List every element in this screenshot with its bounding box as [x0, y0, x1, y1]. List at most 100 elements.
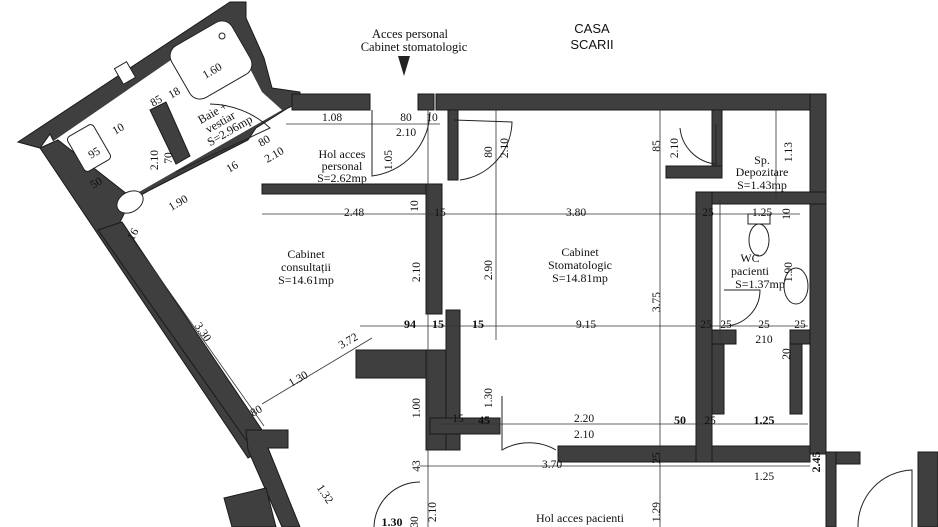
- left-diagonal-wall-2: [97, 221, 263, 441]
- storage-label-1: Sp.: [754, 153, 770, 167]
- dim-label: 25: [720, 319, 732, 331]
- dim-label: 80: [483, 146, 495, 158]
- dim-label: 10: [409, 200, 421, 212]
- patient-hall-label: Hol acces pacienti: [536, 511, 625, 525]
- dim-label: 25: [702, 207, 714, 219]
- dim-label: 1.25: [752, 207, 772, 219]
- dental-area: S=14.81mp: [552, 271, 608, 285]
- dim-label: 1.13: [783, 142, 795, 162]
- dim-label: 10: [781, 208, 793, 220]
- dim-label: 25: [651, 452, 663, 464]
- top-wall-main: [435, 93, 827, 111]
- toilet-icon: [748, 223, 770, 257]
- door-right-bottom: [857, 469, 913, 527]
- consult-label-2: consultații: [281, 260, 332, 274]
- dental-label-2: Stomatologic: [548, 258, 612, 272]
- dim-label: 1.25: [754, 413, 775, 427]
- lower-left-wall: [223, 487, 277, 527]
- dim-label: 15: [434, 207, 446, 219]
- bath-partition: [149, 101, 191, 165]
- right-lower-post: [825, 451, 837, 527]
- wc-lower-wall-2: [789, 343, 803, 415]
- dim-label: 70: [163, 152, 175, 164]
- dim-label: 16: [125, 226, 141, 242]
- door-storage: [679, 124, 717, 165]
- dim-label: 94: [404, 317, 416, 331]
- entrance-label-1: Acces personal: [372, 27, 449, 41]
- center-wall-right: [445, 309, 461, 451]
- dim-label: 25: [704, 415, 716, 427]
- dim-label: 50: [674, 413, 686, 427]
- dim-label: 1.90: [167, 193, 191, 214]
- dim-label: 2.10: [149, 150, 161, 170]
- dim-label: 85: [149, 93, 165, 109]
- stair-label-1: CASA: [574, 21, 610, 36]
- dim-label: 25: [758, 319, 770, 331]
- dim-label: 43: [411, 460, 423, 472]
- dim-label: 25: [794, 319, 806, 331]
- center-wall-top: [447, 109, 459, 181]
- dim-label: 3.75: [651, 292, 663, 312]
- dental-label-1: Cabinet: [561, 245, 599, 259]
- walls: [16, 1, 938, 527]
- dim-label: 210: [755, 334, 773, 346]
- staff-hall-area: S=2.62mp: [317, 171, 367, 185]
- dim-label: 80: [400, 112, 412, 124]
- top-wall-staff: [291, 93, 371, 111]
- dim-label: 10: [426, 112, 438, 124]
- stair-label-2: SCARII: [570, 37, 613, 52]
- dim-label: 2.10: [396, 127, 416, 139]
- wc-bottom-stub-2: [789, 329, 811, 345]
- staff-hall-label-2: personal: [322, 159, 363, 173]
- dim-label: 3.72: [337, 331, 361, 352]
- dim-label: 2.48: [344, 207, 364, 219]
- door-staff-entrance: [371, 110, 431, 177]
- hall-wall-left: [429, 417, 501, 435]
- wc-label-1: WC: [740, 251, 759, 265]
- dim-label: 1.08: [322, 112, 342, 124]
- dim-label: 15: [432, 317, 444, 331]
- drain-icon: [218, 32, 226, 40]
- dim-label: 1.90: [783, 262, 795, 282]
- storage-wall-vert: [711, 109, 723, 167]
- dimension-lines: [129, 110, 810, 527]
- wc-top-wall: [695, 191, 827, 205]
- door-hall-bottom: [373, 481, 421, 527]
- consult-label-1: Cabinet: [287, 247, 325, 261]
- dim-label: 16: [225, 159, 241, 175]
- dim-label: 1.30: [382, 515, 403, 527]
- door-bath: [175, 103, 271, 173]
- staff-hall-label-1: Hol acces: [319, 147, 366, 161]
- lower-left-column: [245, 429, 301, 527]
- dim-label: 15: [452, 413, 464, 425]
- dim-label: 3.70: [542, 459, 562, 471]
- storage-label-2: Depozitare: [736, 165, 789, 179]
- dim-label: 2.45: [809, 452, 823, 473]
- dim-label: 2.10: [411, 262, 423, 282]
- far-right-wall: [917, 451, 938, 527]
- shower-icon: [66, 124, 112, 172]
- sink-icon: [116, 190, 144, 214]
- room-labels: Baie + vestiar S=2.96mp Hol acces person…: [195, 99, 789, 525]
- doors: [175, 103, 913, 527]
- wc-area: S=1.37mp: [735, 277, 785, 291]
- dim-label: 15: [472, 317, 484, 331]
- top-annotations: Acces personal Cabinet stomatologic CASA…: [361, 21, 614, 76]
- dim-label: 10: [111, 121, 127, 137]
- dim-label: 3.80: [566, 207, 586, 219]
- dim-label: 80: [249, 403, 265, 419]
- center-wall-upper: [425, 183, 443, 315]
- wc-sink-icon: [783, 267, 809, 305]
- consult-area: S=14.61mp: [278, 273, 334, 287]
- wc-lower-wall: [711, 343, 725, 415]
- door-dental-top: [453, 119, 513, 181]
- storage-wall-left: [665, 165, 723, 179]
- wc-left-wall: [695, 191, 713, 463]
- dim-label: 45: [478, 413, 490, 427]
- entrance-arrow-icon: [398, 56, 410, 76]
- dim-label: 2.10: [499, 138, 511, 158]
- dim-label: 2.20: [574, 413, 594, 425]
- fixtures: [66, 20, 809, 305]
- door-wc: [723, 289, 761, 327]
